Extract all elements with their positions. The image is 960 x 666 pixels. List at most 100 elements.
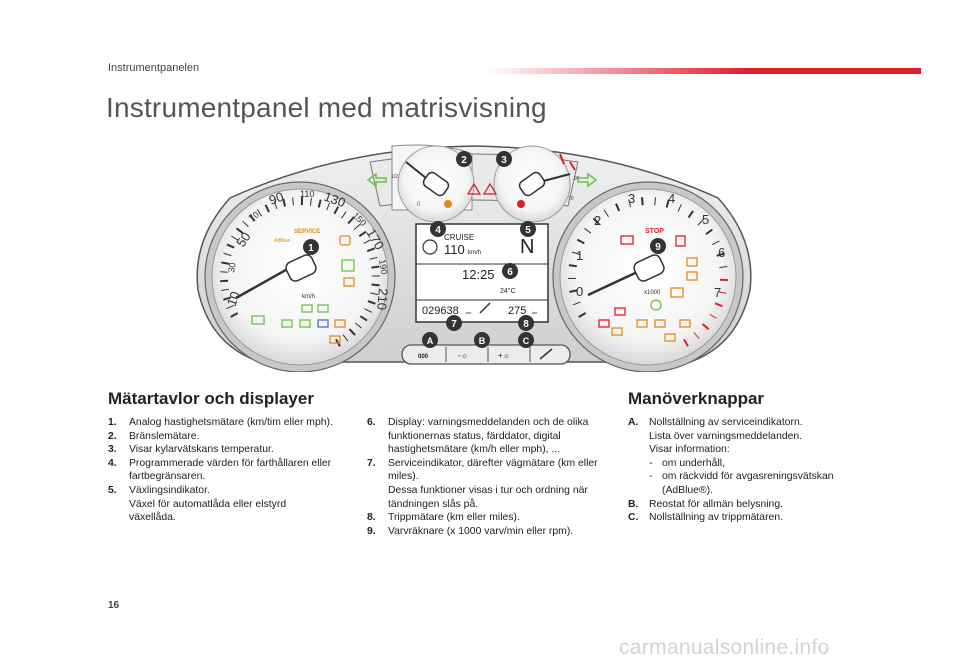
dial-tick xyxy=(282,198,287,207)
speed-tick: 50 xyxy=(233,229,254,249)
light-icon xyxy=(281,319,293,328)
page-title: Instrumentpanel med matrisvisning xyxy=(106,92,547,123)
speed-tick: 130 xyxy=(322,189,348,211)
button-c-label: +☼ xyxy=(498,351,510,360)
displays-heading: Mätartavlor och displayer xyxy=(108,389,314,408)
dial-tick xyxy=(326,202,331,211)
warning-icon xyxy=(686,257,698,267)
light-icon xyxy=(251,315,265,325)
warning-icon xyxy=(466,182,482,195)
dial-tick xyxy=(358,230,367,238)
dial-tick xyxy=(264,204,270,213)
warning-icon xyxy=(329,335,341,344)
dial-tick xyxy=(718,291,727,294)
dial-tick xyxy=(371,265,380,269)
warning-icon xyxy=(343,277,355,287)
turn-left-icon xyxy=(366,172,387,188)
dial-tick xyxy=(221,261,230,265)
speed-tick: 190 xyxy=(377,259,389,276)
list-item: 6.Display: varningsmeddelanden och de ol… xyxy=(367,417,589,456)
speed-tick: 210 xyxy=(374,288,391,311)
dial-tick xyxy=(592,217,600,225)
dial-tick xyxy=(576,238,585,245)
warning-icon xyxy=(679,319,691,328)
controls-heading: Manöverknappar xyxy=(628,389,765,408)
dial-tick xyxy=(701,323,710,330)
speed-tick: 70 xyxy=(247,209,261,223)
dial-tick xyxy=(223,296,232,301)
adblue-label: AdBlue xyxy=(274,238,290,244)
speed-tick: 110 xyxy=(300,189,314,199)
dial-tick xyxy=(230,235,239,241)
rpm-tick: 0 xyxy=(576,284,583,299)
temperature-display: 24°C xyxy=(500,287,516,295)
speedometer: 10 30 50 70 90 110 130 150 170 190 210 S… xyxy=(204,181,396,372)
callout-3: 3 xyxy=(501,155,507,166)
dial-tick xyxy=(292,197,294,206)
turn-right-icon xyxy=(577,172,598,188)
dial-tick xyxy=(235,227,244,234)
fuel-gauge: 1/2 0 2 xyxy=(391,144,475,223)
callout-5: 5 xyxy=(525,225,531,236)
light-icon xyxy=(341,259,355,272)
dial-tick xyxy=(309,197,312,206)
instrument-cluster-illustration: 10 30 50 70 90 110 130 150 170 190 210 S… xyxy=(196,144,752,372)
dial-tick xyxy=(578,312,587,318)
callout-6: 6 xyxy=(507,267,513,278)
clock: 12:25 xyxy=(462,267,495,282)
cruise-speed: 110 xyxy=(444,242,465,257)
dial-tick xyxy=(719,266,728,269)
list-item: 4.Programmerade värden för farthållaren … xyxy=(108,457,332,483)
stop-label: STOP xyxy=(645,228,664,235)
dial-tick xyxy=(697,219,704,226)
dial-tick xyxy=(342,334,349,342)
warning-icon xyxy=(654,319,666,328)
bullet-item: -om räckvidd för avgasreningsvätskan (Ad… xyxy=(649,471,834,496)
dial-tick xyxy=(584,227,592,234)
dial-tick xyxy=(709,313,717,319)
dial-tick xyxy=(364,308,372,313)
list-item: 5.Växlingsindikator. Växel för automatlå… xyxy=(108,484,287,524)
dial-tick xyxy=(615,203,621,212)
section-label: Instrumentpanelen xyxy=(108,62,200,74)
dial-tick xyxy=(317,199,322,208)
gear-indicator: N xyxy=(520,236,534,258)
speed-tick: 30 xyxy=(226,262,238,274)
dial-tick xyxy=(716,252,725,257)
dial-tick xyxy=(683,338,689,347)
cruise-unit: km/h xyxy=(468,250,481,256)
rpm-tick: 3 xyxy=(628,191,635,206)
dial-tick xyxy=(654,197,656,206)
cruise-label: CRUISE xyxy=(444,233,474,242)
callout-7: 7 xyxy=(451,319,457,330)
callout-a: A xyxy=(427,336,434,346)
rpm-tick: 5 xyxy=(702,212,709,227)
controls-list: A.Nollställning av serviceindikatorn. Li… xyxy=(628,416,868,525)
wrench-icon xyxy=(479,302,491,314)
callout-2: 2 xyxy=(461,155,467,166)
dial-tick xyxy=(355,322,362,329)
page-number: 16 xyxy=(108,600,120,611)
light-icon xyxy=(299,319,311,328)
callout-9: 9 xyxy=(655,242,661,253)
dial-tick xyxy=(572,301,581,306)
dial-tick xyxy=(226,243,235,249)
dial-tick xyxy=(367,300,376,305)
trip-unit: km xyxy=(532,310,538,315)
warning-icon xyxy=(334,319,346,328)
callout-8: 8 xyxy=(523,319,529,330)
rpm-tick: 6 xyxy=(718,245,725,260)
rpm-tick: 4 xyxy=(668,191,675,206)
warning-icon xyxy=(611,327,623,336)
trip-distance: 275 xyxy=(508,305,526,317)
callout-b: B xyxy=(479,336,486,346)
dial-tick xyxy=(221,288,230,292)
dial-tick xyxy=(693,332,700,339)
dial-tick xyxy=(370,292,379,296)
speed-tick: 10 xyxy=(224,289,243,308)
cruise-icon xyxy=(422,239,438,255)
dial-tick xyxy=(705,228,713,236)
list-item: 8.Trippmätare (km eller miles). xyxy=(367,512,520,524)
list-item: 3.Visar kylarvätskans temperatur. xyxy=(108,444,274,456)
dial-tick xyxy=(369,256,378,260)
